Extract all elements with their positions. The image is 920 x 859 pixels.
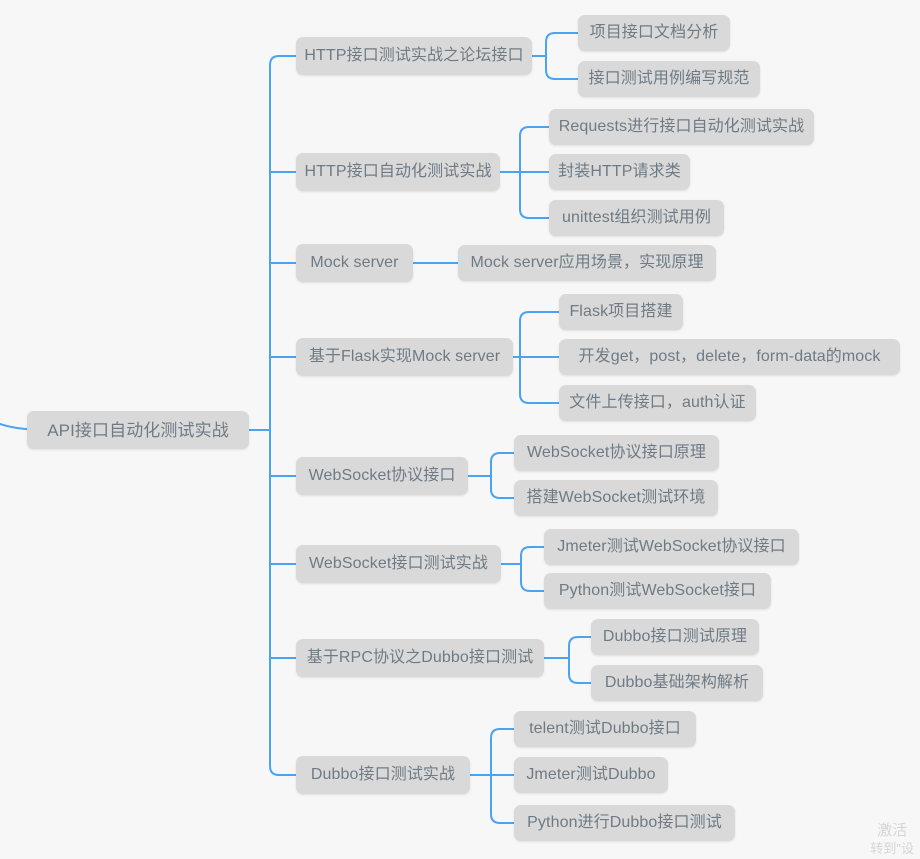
node-label: HTTP接口测试实战之论坛接口 [304, 47, 524, 64]
branch-node-7[interactable]: 基于RPC协议之Dubbo接口测试 [296, 639, 544, 677]
connector [519, 126, 550, 137]
connector [269, 55, 297, 66]
leaf-node-7-1[interactable]: Dubbo接口测试原理 [591, 619, 759, 655]
root-node[interactable]: API接口自动化测试实战 [27, 411, 249, 449]
leaf-node-7-2[interactable]: Dubbo基础架构解析 [591, 665, 763, 701]
node-label: 项目接口文档分析 [589, 24, 719, 41]
node-label: telent测试Dubbo接口 [529, 720, 681, 737]
connector [545, 32, 579, 43]
node-label: API接口自动化测试实战 [47, 420, 229, 440]
branch-node-5[interactable]: WebSocket协议接口 [296, 457, 468, 495]
node-label: 文件上传接口，auth认证 [569, 394, 746, 411]
leaf-node-8-1[interactable]: telent测试Dubbo接口 [514, 711, 696, 747]
leaf-node-6-2[interactable]: Python测试WebSocket接口 [544, 573, 771, 609]
leaf-node-2-3[interactable]: unittest组织测试用例 [549, 200, 724, 236]
node-label: WebSocket接口测试实战 [308, 555, 489, 572]
connector [269, 765, 297, 776]
connector [490, 452, 515, 463]
branch-node-2[interactable]: HTTP接口自动化测试实战 [296, 153, 500, 191]
node-label: Dubbo基础架构解析 [604, 674, 750, 691]
connector [520, 581, 545, 592]
node-label: Requests进行接口自动化测试实战 [558, 118, 805, 135]
node-label: 基于Flask实现Mock server [308, 348, 501, 365]
connector [545, 69, 579, 80]
leaf-node-5-1[interactable]: WebSocket协议接口原理 [514, 435, 719, 471]
leaf-node-5-2[interactable]: 搭建WebSocket测试环境 [514, 480, 718, 516]
leaf-node-4-3[interactable]: 文件上传接口，auth认证 [559, 385, 756, 421]
connector [519, 208, 550, 219]
connector [568, 636, 592, 647]
node-label: unittest组织测试用例 [562, 209, 711, 226]
node-label: Dubbo接口测试原理 [602, 628, 748, 645]
leaf-node-1-1[interactable]: 项目接口文档分析 [578, 15, 730, 51]
node-label: 封装HTTP请求类 [558, 163, 681, 180]
branch-node-4[interactable]: 基于Flask实现Mock server [296, 338, 513, 376]
branch-node-6[interactable]: WebSocket接口测试实战 [296, 545, 501, 583]
connector [568, 673, 592, 684]
connector [519, 311, 560, 322]
node-label: Python测试WebSocket接口 [558, 582, 757, 599]
leaf-node-8-3[interactable]: Python进行Dubbo接口测试 [514, 805, 735, 841]
node-label: WebSocket协议接口原理 [526, 444, 707, 461]
branch-node-3[interactable]: Mock server [296, 244, 413, 282]
node-label: 开发get，post，delete，form-data的mock [578, 348, 881, 365]
watermark-line-1: 激活 [877, 822, 908, 839]
node-label: Jmeter测试Dubbo [526, 766, 656, 783]
connector [490, 488, 515, 499]
leaf-node-2-1[interactable]: Requests进行接口自动化测试实战 [549, 109, 814, 145]
node-label: Mock server应用场景，实现原理 [470, 254, 704, 271]
connector [490, 813, 515, 824]
branch-node-1[interactable]: HTTP接口测试实战之论坛接口 [296, 37, 532, 75]
branch-node-8[interactable]: Dubbo接口测试实战 [296, 756, 470, 794]
node-label: Flask项目搭建 [569, 303, 673, 320]
windows-activation-watermark: 激活 转到"设 [870, 821, 914, 857]
leaf-node-4-2[interactable]: 开发get，post，delete，form-data的mock [559, 339, 900, 375]
node-label: WebSocket协议接口 [308, 467, 456, 484]
node-label: Dubbo接口测试实战 [310, 766, 456, 783]
connector [520, 546, 545, 557]
node-label: 接口测试用例编写规范 [588, 70, 750, 87]
connector [490, 728, 515, 739]
connector [519, 393, 560, 404]
node-label: Mock server [310, 254, 399, 271]
leaf-node-2-2[interactable]: 封装HTTP请求类 [549, 154, 690, 190]
leaf-node-1-2[interactable]: 接口测试用例编写规范 [578, 61, 760, 97]
node-label: 搭建WebSocket测试环境 [526, 489, 706, 506]
leaf-node-8-2[interactable]: Jmeter测试Dubbo [514, 757, 668, 793]
leaf-node-4-1[interactable]: Flask项目搭建 [559, 294, 683, 330]
leaf-node-6-1[interactable]: Jmeter测试WebSocket协议接口 [544, 529, 799, 565]
node-label: Jmeter测试WebSocket协议接口 [557, 538, 786, 555]
leaf-node-3-1[interactable]: Mock server应用场景，实现原理 [458, 245, 716, 281]
node-label: 基于RPC协议之Dubbo接口测试 [306, 649, 534, 666]
node-label: HTTP接口自动化测试实战 [304, 163, 492, 180]
watermark-line-2: 转到"设 [870, 841, 914, 856]
node-label: Python进行Dubbo接口测试 [527, 814, 722, 831]
